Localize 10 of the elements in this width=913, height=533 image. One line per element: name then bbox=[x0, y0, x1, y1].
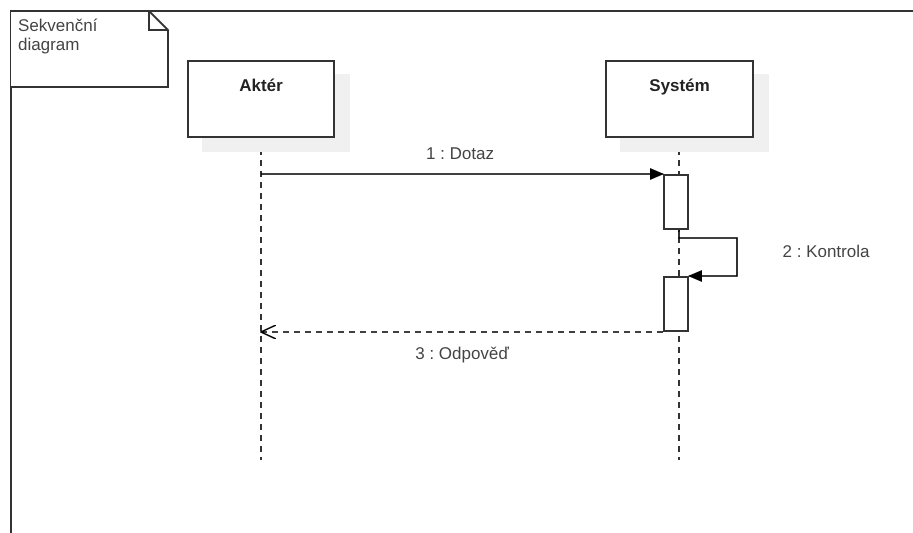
activation-bar bbox=[663, 174, 689, 230]
participant-name: Aktér bbox=[239, 76, 283, 96]
message-arrow bbox=[260, 324, 663, 340]
edge-label: 3 : Odpověď bbox=[413, 344, 511, 364]
message-arrow bbox=[261, 168, 664, 180]
participant-name: Systém bbox=[649, 76, 710, 96]
frame-title: Sekvenční diagram bbox=[18, 16, 98, 54]
message-arrow bbox=[678, 230, 738, 282]
activation-bar bbox=[663, 276, 689, 332]
diagram-frame bbox=[10, 10, 913, 533]
